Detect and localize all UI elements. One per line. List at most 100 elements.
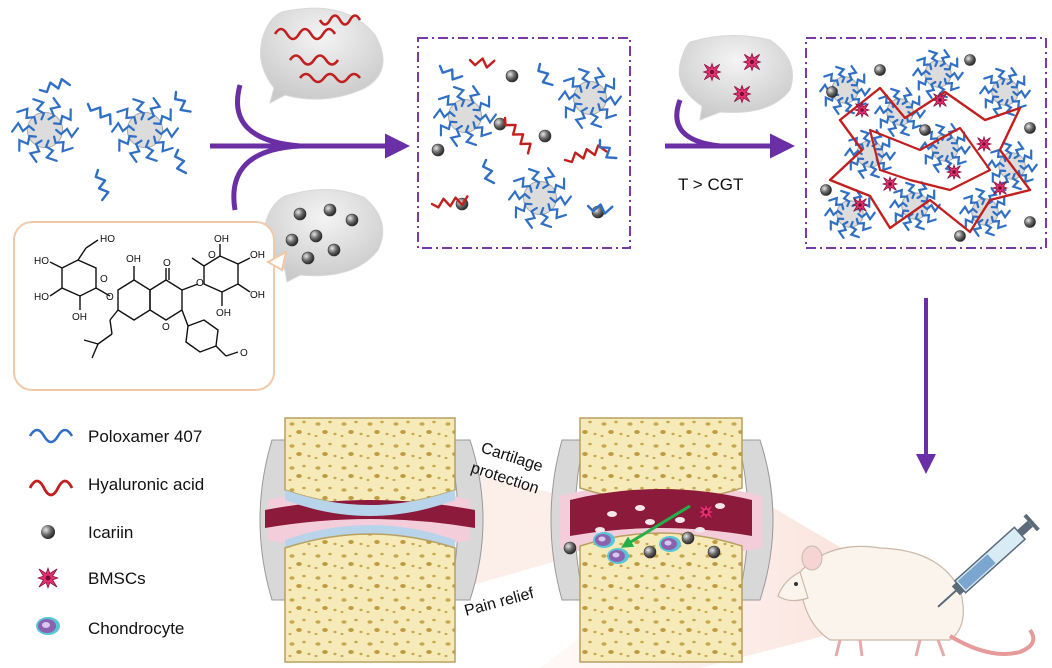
legend: Poloxamer 407 Hyaluronic acid Icariin BM…: [28, 427, 204, 638]
free-poloxamer-chains: [38, 77, 192, 202]
hyaluronic-chain: [468, 57, 496, 69]
poloxamer-chain: [481, 158, 496, 185]
chondrocyte-cell: [607, 548, 629, 564]
mol-label: OH: [126, 254, 141, 265]
annotation-pain-relief: Pain relief: [463, 585, 537, 620]
icariin-particle: [874, 64, 886, 76]
mol-label: O: [100, 274, 108, 285]
icariin-particle: [681, 531, 695, 545]
merge-arrows: [210, 84, 410, 211]
hydrogel-contents: [819, 49, 1038, 242]
poloxamer-chain: [174, 90, 192, 113]
rat-illustration: [777, 545, 1036, 657]
poloxamer-chain: [86, 102, 112, 126]
poloxamer-chain: [173, 148, 188, 175]
cartilage-debris: [695, 527, 705, 533]
icariin-particle: [301, 251, 315, 265]
bmsc-cell: [702, 62, 722, 82]
icariin-particle: [964, 54, 976, 66]
chondrocyte-cell: [593, 532, 615, 548]
cartilage-debris: [595, 527, 605, 533]
mol-label: OH: [216, 308, 231, 319]
poloxamer-chain: [586, 203, 614, 215]
mol-label: O: [196, 278, 204, 289]
mol-label: O: [163, 258, 171, 269]
icariin-structure: [49, 239, 251, 359]
icariin-particle: [309, 229, 323, 243]
cartilage-debris: [635, 505, 645, 511]
cartilage-debris: [675, 517, 685, 523]
icariin-particle: [323, 203, 337, 217]
icariin-particle: [826, 86, 838, 98]
micelle: [912, 49, 964, 99]
icariin-particle: [285, 233, 299, 247]
bmsc-cell: [37, 567, 59, 589]
icariin-particle: [820, 184, 832, 196]
mol-label: OH: [72, 312, 87, 323]
hydrogel-box: [805, 37, 1047, 249]
bmsc-cell: [696, 502, 716, 522]
bmsc-legend-swatch: [37, 567, 59, 589]
cartilage-debris: [607, 511, 617, 517]
hyaluronic-chain: [430, 195, 469, 209]
bmsc-cell: [732, 84, 752, 104]
hyaluronic-network: [868, 126, 992, 192]
icariin-particle: [1024, 216, 1036, 228]
bmsc-cell: [991, 179, 1009, 197]
legend-label-poloxamer: Poloxamer 407: [88, 427, 202, 446]
mol-label: OH: [250, 250, 265, 261]
hyaluronic-acid-bubble: [260, 7, 384, 104]
legend-label-icariin: Icariin: [88, 523, 133, 542]
icariin-particle: [643, 545, 657, 559]
icariin-bubble: [264, 189, 384, 283]
poloxamer-chain: [598, 138, 618, 160]
micelle: [979, 67, 1031, 117]
icariin-particle: [327, 243, 341, 257]
icariin-structure-panel: HO HO HO OH O O OH O O O O OH OH OH OH O: [13, 221, 288, 391]
bmsc-cell: [742, 52, 762, 72]
treated-joint: [550, 417, 774, 663]
poloxamer-chain: [537, 62, 554, 87]
legend-label-hyaluronic: Hyaluronic acid: [88, 475, 204, 494]
hyaluronic-chain: [503, 116, 532, 155]
micelle: [111, 97, 179, 163]
micelle: [819, 65, 871, 115]
icariin-particle: [345, 213, 359, 227]
mixture-contents: [430, 57, 622, 229]
hyaluronic-legend-swatch: [28, 479, 74, 497]
micelle: [889, 181, 941, 231]
micelle-group-initial: [11, 97, 179, 163]
mol-label: OH: [250, 290, 265, 301]
legend-label-bmsc: BMSCs: [88, 569, 146, 588]
bmsc-cell: [945, 163, 963, 181]
bmsc-cell: [931, 91, 949, 109]
syringe-icon: [937, 513, 1040, 608]
cartilage-debris: [715, 503, 725, 509]
icariin-particle: [1024, 122, 1036, 134]
micelle: [433, 85, 497, 147]
icariin-particle: [919, 124, 931, 136]
micelle: [558, 67, 622, 129]
repair-arrow: [620, 504, 691, 548]
mixture-box: [417, 37, 631, 249]
icariin-particle: [707, 545, 721, 559]
icariin-particle: [293, 207, 307, 221]
mol-label: O: [162, 322, 170, 333]
chondrocyte-legend-swatch: [36, 617, 60, 635]
icariin-particle: [431, 143, 445, 157]
icariin-particle: [954, 230, 966, 242]
legend-label-chondrocyte: Chondrocyte: [88, 619, 184, 638]
poloxamer-chain: [94, 168, 110, 202]
bmsc-cell: [881, 175, 899, 193]
micelle: [824, 189, 876, 239]
mol-label: OH: [214, 234, 229, 245]
hyaluronic-network: [828, 86, 1032, 234]
mol-label: HO: [34, 256, 49, 267]
mol-label: O: [240, 348, 248, 359]
icariin-legend-swatch: [41, 525, 55, 539]
mol-label: O: [106, 292, 114, 303]
icariin-particle: [505, 69, 519, 83]
mol-label: HO: [100, 234, 115, 245]
gelation-arrow: [665, 99, 795, 159]
